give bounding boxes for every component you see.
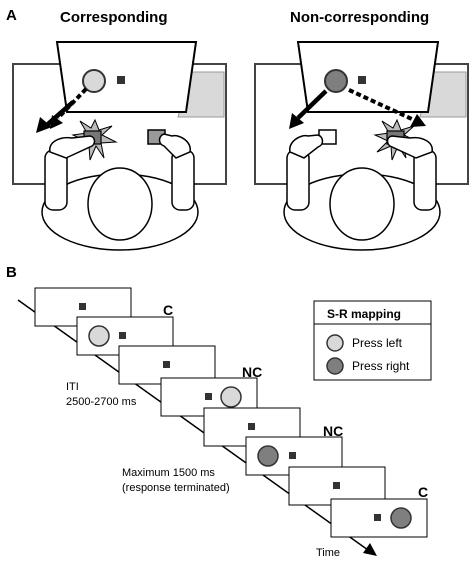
- solid-arrow-head: [289, 113, 304, 129]
- trial-mark: C: [163, 302, 173, 318]
- panel-a-label: A: [6, 7, 17, 24]
- dotted-arrow-head: [410, 114, 426, 127]
- left-arm: [44, 149, 68, 211]
- fixation-square: [117, 76, 125, 84]
- legend-title: S-R mapping: [327, 307, 401, 321]
- solid-arrow-head: [36, 117, 52, 133]
- time-arrowhead: [363, 543, 377, 556]
- fixation-square: [119, 332, 126, 339]
- fixation-square: [248, 423, 255, 430]
- solid-arrow: [296, 89, 328, 120]
- iti-duration: 2500-2700 ms: [66, 396, 137, 408]
- legend-swatch-light: [326, 334, 344, 352]
- stimulus-circle-light: [82, 69, 106, 93]
- left-arm: [286, 149, 310, 211]
- dotted-arrow: [348, 88, 415, 122]
- time-axis: [17, 299, 369, 551]
- trial-mark: NC: [242, 364, 262, 380]
- fixation-square: [205, 393, 212, 400]
- fixation-square: [289, 452, 296, 459]
- max-duration: Maximum 1500 ms: [122, 467, 215, 479]
- head: [329, 167, 395, 241]
- trial-mark: C: [418, 484, 428, 500]
- stimulus-circle-light: [88, 325, 110, 347]
- stimulus-circle-dark: [257, 445, 279, 467]
- iti-label: ITI: [66, 381, 79, 393]
- trial-frames: [34, 287, 428, 538]
- panel-b-label: B: [6, 264, 17, 281]
- fixation-square: [333, 482, 340, 489]
- time-label: Time: [316, 547, 340, 559]
- left-hand: [289, 134, 324, 159]
- legend-item-press-right: Press right: [352, 359, 410, 373]
- legend-swatch-dark: [326, 357, 344, 375]
- non-corresponding-scene: [254, 41, 469, 251]
- response-terminated: (response terminated): [122, 482, 230, 494]
- sr-mapping-legend: S-R mapping Press left Press right: [313, 300, 432, 381]
- right-title: Non-corresponding: [290, 9, 429, 26]
- stimulus-circle-light: [220, 386, 242, 408]
- head: [87, 167, 153, 241]
- fixation-square: [163, 361, 170, 368]
- right-hand: [158, 133, 191, 159]
- right-hand: [386, 135, 433, 159]
- corresponding-scene: [12, 41, 227, 251]
- fixation-square: [358, 76, 366, 84]
- solid-arrow: [46, 100, 75, 126]
- legend-item-press-left: Press left: [352, 336, 403, 350]
- trial-mark: NC: [323, 423, 343, 439]
- monitor: [55, 41, 198, 113]
- fixation-square: [374, 514, 381, 521]
- left-title: Corresponding: [60, 9, 168, 26]
- right-arm: [413, 149, 437, 211]
- monitor: [296, 41, 440, 113]
- fixation-square: [79, 303, 86, 310]
- left-hand: [49, 135, 96, 159]
- right-arm: [171, 149, 195, 211]
- stimulus-circle-dark: [324, 69, 348, 93]
- stimulus-circle-dark: [390, 507, 412, 529]
